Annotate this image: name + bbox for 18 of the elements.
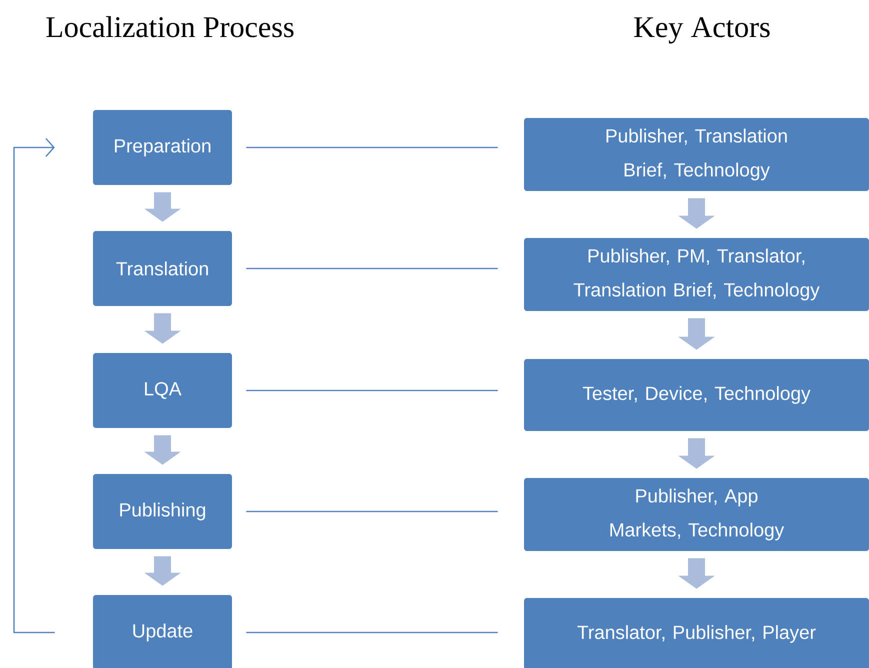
connector-line <box>246 146 498 148</box>
actor-box: Publisher, PM, Translator, Translation Brief, Technology <box>524 238 869 311</box>
column-heading: Localization Process <box>46 16 294 38</box>
actor-box: Tester, Device, Technology <box>524 359 869 431</box>
column-heading: Key Actors <box>634 17 770 44</box>
process-box: LQA <box>93 353 232 428</box>
process-box: Publishing <box>93 474 232 549</box>
connector-line <box>246 268 498 270</box>
process-box: Translation <box>93 231 232 306</box>
connector-line <box>246 632 498 634</box>
process-box: Update <box>93 595 232 668</box>
process-box: Preparation <box>93 110 232 185</box>
actor-box: Publisher, App Markets, Technology <box>524 478 869 551</box>
connector-line <box>246 510 498 512</box>
connector-line <box>246 390 498 392</box>
actor-box: Publisher, Translation Brief, Technology <box>524 118 869 191</box>
feedback-arrow <box>13 138 55 634</box>
actor-box: Translator, Publisher, Player <box>524 598 869 668</box>
